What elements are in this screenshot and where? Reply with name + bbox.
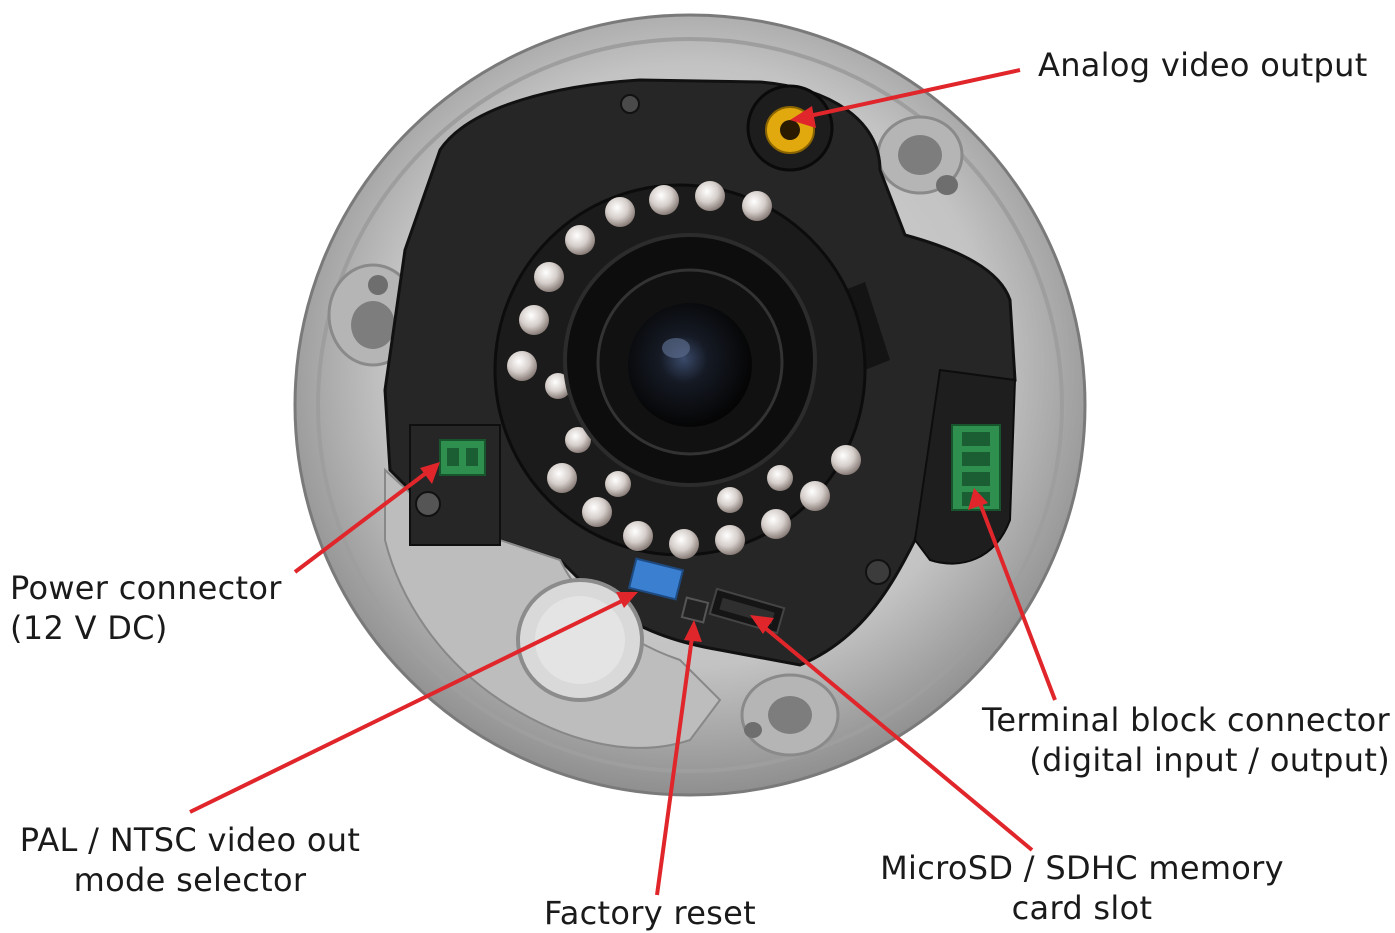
arrowhead-pal-ntsc [616,592,638,608]
label-factory-reset-line-1: Factory reset [543,894,756,932]
label-power-connector: Power connector (12 V DC) [10,568,282,648]
label-microsd-slot: MicroSD / SDHC memory card slot [868,848,1296,928]
label-terminal-block-line-2: (digital input / output) [1029,741,1390,779]
power-connector-block [409,424,501,546]
leader-line-analog-video [799,68,1021,120]
label-analog-video-output: Analog video output [1038,45,1368,85]
label-microsd-line-1: MicroSD / SDHC memory [880,849,1284,887]
label-analog-video-output-line-1: Analog video output [1038,46,1368,84]
mounting-hole-bottom [740,673,840,757]
label-terminal-block-connector: Terminal block connector (digital input … [982,700,1390,780]
mounting-hole-top-right [876,115,964,195]
arrowhead-terminal-block [968,488,988,510]
leader-line-power [293,468,432,574]
label-factory-reset: Factory reset [530,893,770,933]
label-terminal-block-line-1: Terminal block connector [982,701,1390,739]
label-power-connector-line-1: Power connector [10,569,282,607]
leader-line-factory-reset [655,629,695,896]
arrowhead-microsd [750,615,774,634]
rca-video-jack [746,84,834,172]
label-power-connector-line-2: (12 V DC) [10,609,168,647]
label-pal-ntsc-selector: PAL / NTSC video out mode selector [10,820,370,900]
arrowhead-factory-reset [684,620,702,642]
leader-line-microsd [756,620,1034,852]
arrowhead-power [420,462,440,484]
arrowhead-analog-video [790,106,816,128]
label-microsd-line-2: card slot [1011,889,1153,927]
mounting-holes [327,115,964,757]
leader-line-terminal-block [976,497,1057,701]
label-pal-ntsc-line-1: PAL / NTSC video out [19,821,361,859]
leader-lines [189,68,1057,896]
camera-lens [563,233,817,487]
label-pal-ntsc-line-2: mode selector [73,861,307,899]
ir-leds [507,181,861,559]
ir-led-ring [493,181,867,559]
leader-line-pal-ntsc [189,596,629,814]
